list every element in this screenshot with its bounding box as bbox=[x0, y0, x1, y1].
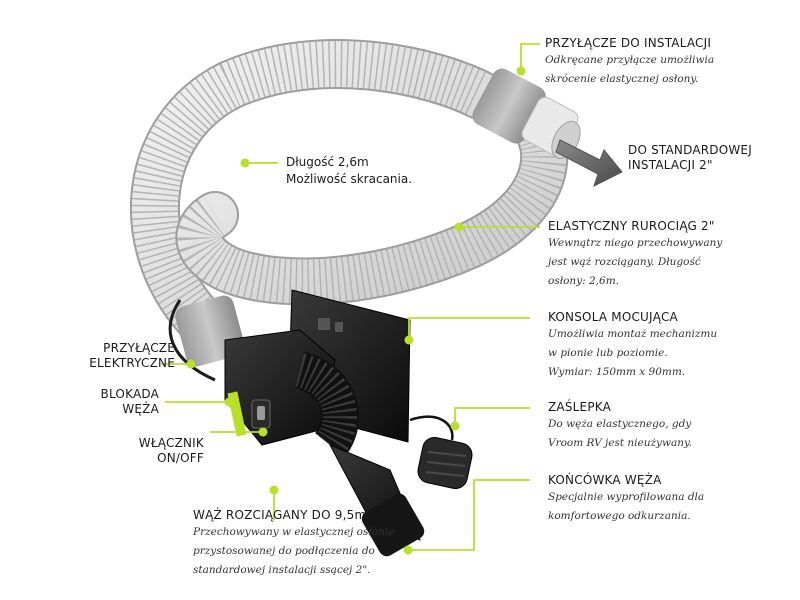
label-desc-line: standardowej instalacji ssącej 2". bbox=[193, 564, 371, 576]
label-do-standardowej: DO STANDARDOWEJ INSTALACJI 2" bbox=[628, 143, 752, 173]
callout-leaders bbox=[161, 43, 540, 551]
label-title: WĄŻ ROZCIĄGANY DO 9,5m bbox=[193, 508, 367, 522]
installation-coupling bbox=[472, 68, 581, 160]
label-koncowka: KOŃCÓWKA WĘŻA Specjalnie wyprofilowana d… bbox=[548, 473, 704, 526]
label-title: PRZYŁĄCZE DO INSTALACJI bbox=[545, 36, 712, 50]
label-title: ON/OFF bbox=[157, 451, 204, 465]
label-desc-line: jest wąż rozciągany. Długość bbox=[548, 256, 701, 268]
label-wlacznik: WŁĄCZNIK ON/OFF bbox=[139, 436, 204, 466]
label-desc-line: przystosowanej do podłączenia do bbox=[193, 545, 375, 557]
label-title: ZAŚLEPKA bbox=[548, 400, 612, 414]
label-zaslepka: ZAŚLEPKA Do węża elastycznego, gdy Vroom… bbox=[548, 400, 692, 453]
label-title: PRZYŁĄCZE bbox=[103, 341, 175, 355]
label-desc-line: Do węża elastycznego, gdy bbox=[548, 418, 692, 430]
label-desc-line: Wewnątrz niego przechowywany bbox=[548, 237, 723, 249]
label-desc-line: Przechowywany w elastycznej osłonie bbox=[193, 526, 395, 538]
label-title: INSTALACJI 2" bbox=[628, 158, 713, 172]
label-dlugosc: Długość 2,6m Możliwość skracania. bbox=[286, 154, 412, 188]
label-konsola: KONSOLA MOCUJĄCA Umożliwia montaż mechan… bbox=[548, 310, 717, 382]
label-blokada: BLOKADA WĘŻA bbox=[101, 387, 159, 417]
label-desc-line: Wymiar: 150mm x 90mm. bbox=[548, 366, 686, 378]
stretch-hose bbox=[294, 351, 425, 557]
label-title: KOŃCÓWKA WĘŻA bbox=[548, 473, 662, 487]
label-title: ELASTYCZNY RUROCIĄG 2" bbox=[548, 219, 715, 233]
label-rurociag: ELASTYCZNY RUROCIĄG 2" Wewnątrz niego pr… bbox=[548, 219, 722, 291]
label-line: Długość 2,6m bbox=[286, 155, 369, 169]
label-desc-line: Umożliwia montaż mechanizmu bbox=[548, 328, 718, 340]
label-title: ELEKTRYCZNE bbox=[89, 356, 175, 370]
direction-arrow bbox=[555, 139, 623, 187]
label-waz: WĄŻ ROZCIĄGANY DO 9,5m Przechowywany w e… bbox=[193, 508, 394, 580]
label-line: Możliwość skracania. bbox=[286, 172, 413, 186]
electric-cable bbox=[168, 299, 216, 382]
label-title: WĘŻA bbox=[122, 402, 159, 416]
label-title: DO STANDARDOWEJ bbox=[628, 143, 752, 157]
label-desc-line: skrócenie elastycznej osłony. bbox=[545, 73, 699, 85]
label-desc-line: Odkręcane przyłącze umożliwia bbox=[545, 54, 715, 66]
flexible-hose bbox=[130, 39, 569, 350]
label-title: WŁĄCZNIK bbox=[138, 436, 204, 450]
label-desc-line: w pionie lub poziomie. bbox=[548, 347, 668, 359]
label-desc-line: komfortowego odkurzania. bbox=[548, 510, 691, 522]
hose-cap bbox=[409, 415, 473, 489]
label-przylacze-elektryczne: PRZYŁĄCZE ELEKTRYCZNE bbox=[89, 341, 175, 371]
label-title: BLOKADA bbox=[100, 387, 159, 401]
label-desc-line: osłony: 2,6m. bbox=[548, 275, 619, 287]
callout-dots bbox=[186, 66, 526, 555]
label-desc-line: Vroom RV jest nieużywany. bbox=[548, 437, 692, 449]
label-przylacze-instalacji: PRZYŁĄCZE DO INSTALACJI Odkręcane przyłą… bbox=[545, 36, 714, 89]
label-desc-line: Specjalnie wyprofilowana dla bbox=[548, 491, 705, 503]
label-title: KONSOLA MOCUJĄCA bbox=[548, 310, 678, 324]
